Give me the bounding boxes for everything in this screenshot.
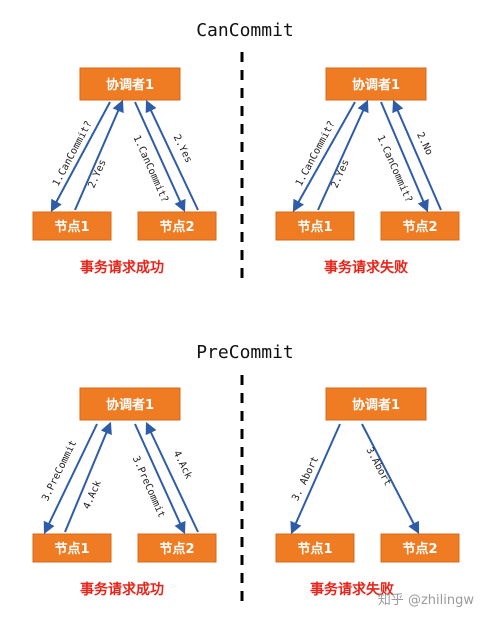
arrow-abort-to-node1 (290, 423, 341, 535)
msg-precommit-to-node2: 3.PreCommit (130, 454, 167, 519)
coordinator-node (79, 67, 181, 101)
msg-abort-to-node2: 3.Abort (363, 446, 393, 488)
coordinator-label: 协调者1 (106, 77, 154, 93)
coordinator-node (325, 67, 427, 101)
participant-node-2 (380, 211, 460, 241)
result-success-label: 事务请求成功 (80, 581, 164, 598)
cancommit-failure-panel: 协调者1 节点1 节点2 1.CanCommit? 2.Yes 1.CanCom… (275, 67, 460, 276)
coordinator-node (79, 387, 181, 421)
msg-cancommit-to-node2: 1.CanCommit? (375, 134, 414, 204)
coordinator-label: 协调者1 (106, 397, 154, 413)
arrow-from-node1 (74, 99, 124, 211)
arrow-to-node1 (292, 101, 356, 213)
msg-ack-from-node2: 4.Ack (171, 449, 194, 481)
cancommit-success-panel: 协调者1 节点1 节点2 1.CanCommit? 2.Yes 1.CanCom… (32, 67, 217, 276)
arrow-from-node2 (145, 421, 199, 533)
participant-node-1-label: 节点1 (297, 219, 332, 235)
arrow-to-node2 (134, 423, 186, 535)
coordinator-label: 协调者1 (352, 397, 400, 413)
participant-node-1-label: 节点1 (54, 541, 89, 557)
arrow-abort-to-node2 (361, 423, 420, 535)
result-success-label: 事务请求成功 (80, 259, 164, 276)
arrow-to-node1 (50, 101, 111, 213)
participant-node-2-label: 节点2 (159, 219, 194, 235)
participant-node-2-label: 节点2 (159, 541, 194, 557)
cancommit-title: CanCommit (196, 20, 294, 41)
arrow-from-node1 (64, 421, 112, 533)
participant-node-1-label: 节点1 (297, 541, 332, 557)
arrow-to-node2 (134, 101, 186, 213)
coordinator-label: 协调者1 (352, 77, 400, 93)
participant-node-1 (275, 533, 355, 563)
arrow-to-node2 (380, 101, 429, 213)
msg-cancommit-to-node1: 1.CanCommit? (294, 119, 338, 188)
watermark-text: 知乎 @zhilingw (378, 592, 475, 608)
participant-node-2 (137, 533, 217, 563)
arrow-to-node1 (43, 423, 98, 535)
participant-node-2 (380, 533, 460, 563)
participant-node-2-label: 节点2 (402, 541, 437, 557)
arrow-from-node1 (317, 99, 369, 211)
arrow-from-node2 (392, 99, 442, 211)
precommit-failure-panel: 协调者1 节点1 节点2 3. Abort 3.Abort 事务请求失败 (275, 387, 460, 598)
result-failure-label: 事务请求失败 (324, 259, 409, 276)
result-failure-label: 事务请求失败 (310, 581, 395, 598)
participant-node-1 (32, 211, 112, 241)
coordinator-node (325, 387, 427, 421)
msg-cancommit-to-node2: 1.CanCommit? (131, 134, 170, 204)
participant-node-2-label: 节点2 (402, 219, 437, 235)
precommit-success-panel: 协调者1 节点1 节点2 3.PreCommit 4.Ack 3.PreComm… (32, 387, 217, 598)
arrow-from-node2 (145, 99, 199, 211)
participant-node-1 (275, 211, 355, 241)
participant-node-1 (32, 533, 112, 563)
participant-node-1-label: 节点1 (54, 219, 89, 235)
msg-yes-from-node1: 2.Yes (330, 158, 352, 190)
precommit-title: PreCommit (196, 342, 294, 363)
